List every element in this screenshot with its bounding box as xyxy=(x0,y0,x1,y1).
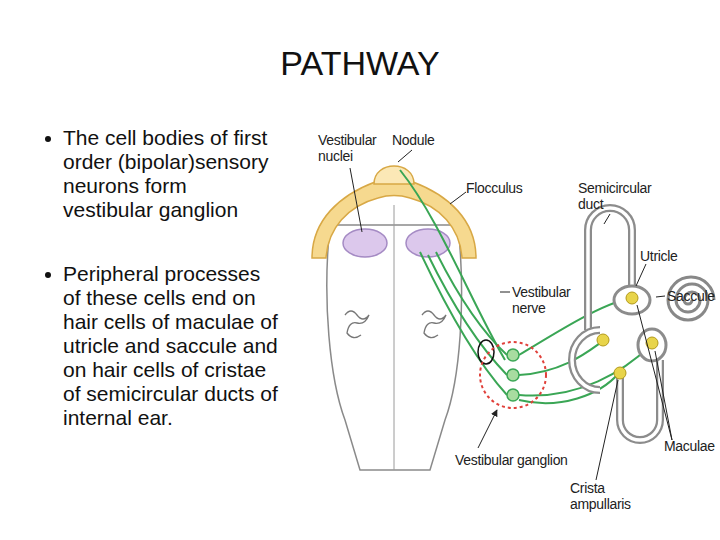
part-label: Flocculus xyxy=(466,180,522,196)
midline xyxy=(394,205,395,470)
macula-dot xyxy=(626,292,638,304)
saccule-shape xyxy=(638,329,666,361)
slide-title: PATHWAY xyxy=(0,44,720,83)
leader-line xyxy=(500,292,510,293)
fiber xyxy=(428,255,507,375)
leader-line xyxy=(655,351,672,440)
highlight-circle xyxy=(480,342,546,408)
nerve-fibers xyxy=(400,170,650,403)
part-label: Maculae xyxy=(664,438,715,454)
fiber xyxy=(420,252,507,395)
leader-line xyxy=(656,296,665,297)
canal-lumen xyxy=(572,330,600,390)
leader-line xyxy=(637,305,672,440)
cochlea xyxy=(668,277,714,320)
utricle-shape xyxy=(614,286,650,314)
part-label: Vestibular nerve xyxy=(512,284,587,316)
leader-line xyxy=(398,150,412,162)
fiber xyxy=(519,373,619,403)
leader-line xyxy=(450,192,466,204)
leader-line xyxy=(604,214,610,224)
part-label: Crista ampullaris xyxy=(570,480,640,512)
cerebellum-band xyxy=(312,179,476,258)
labyrinth xyxy=(572,208,714,440)
leader-arrow xyxy=(478,410,497,448)
fiber xyxy=(519,341,603,375)
part-label: Utricle xyxy=(640,248,678,264)
bullet-text: Peripheral processes of these cells end … xyxy=(63,262,278,430)
part-label: Semicircular duct xyxy=(578,180,668,212)
crista-dot xyxy=(614,367,626,379)
ganglion-cell xyxy=(507,349,519,361)
ganglion-cell xyxy=(507,389,519,401)
part-label: Vestibular ganglion xyxy=(455,452,568,468)
nucleus-shape xyxy=(343,229,387,257)
fiber xyxy=(400,170,505,360)
nerve-loop xyxy=(478,340,494,364)
bullet-text: The cell bodies of first order (bipolar)… xyxy=(63,126,278,222)
semicircular-canal xyxy=(572,330,600,390)
crista-dot xyxy=(597,334,609,346)
part-label: Saccule xyxy=(667,288,715,304)
part-label: Vestibular nuclei xyxy=(318,132,393,164)
olive-nucleus xyxy=(345,311,369,338)
leader-line xyxy=(636,264,646,286)
leader-lines xyxy=(350,150,672,480)
leader-line xyxy=(350,168,362,232)
part-label: Nodule xyxy=(392,132,435,148)
nucleus-shape xyxy=(406,229,450,257)
olive-nucleus xyxy=(422,311,446,338)
ganglion-cell xyxy=(507,369,519,381)
leader-line xyxy=(596,380,618,480)
